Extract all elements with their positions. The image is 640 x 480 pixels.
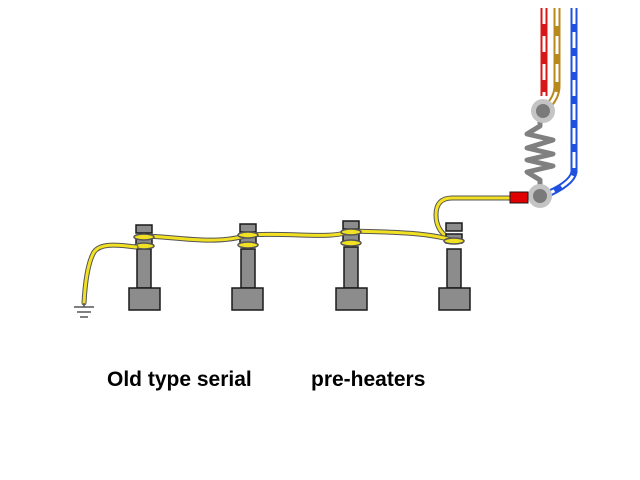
caption-part-1: Old type serial xyxy=(107,368,252,391)
wire-loops xyxy=(133,228,465,250)
upper-terminal xyxy=(531,99,555,123)
heater-3 xyxy=(335,220,368,311)
ground-icon xyxy=(74,303,94,318)
coil-resistor xyxy=(524,111,556,195)
fuse xyxy=(509,191,529,204)
caption-part-2: pre-heaters xyxy=(311,368,426,391)
lower-terminal xyxy=(528,184,552,208)
